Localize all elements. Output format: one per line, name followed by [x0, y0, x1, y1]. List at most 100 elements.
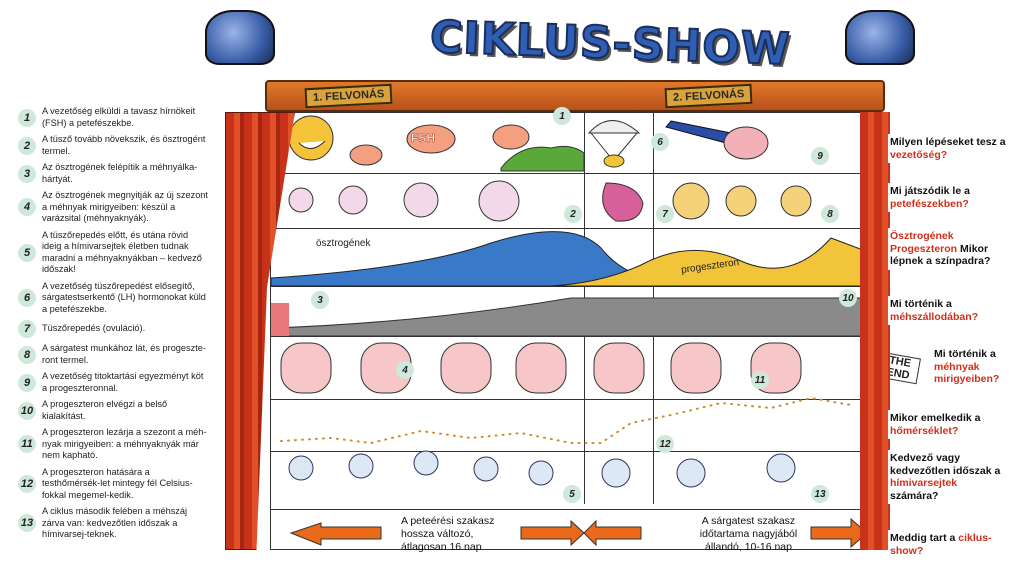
luteal-phase-text: A sárgatest szakasz időtartama nagyjából…	[699, 515, 798, 553]
step-badge: 11	[18, 435, 36, 454]
estrogen-label: ösztrogének	[316, 238, 371, 249]
marker-4: 4	[396, 361, 414, 379]
step-badge: 5	[18, 243, 36, 262]
step-badge: 3	[18, 164, 36, 183]
step-badge: 2	[18, 136, 36, 155]
handshake-icon	[665, 120, 769, 160]
question-highlight: hőmérséklet?	[890, 424, 959, 437]
marker-3: 3	[311, 291, 329, 309]
legend-text: Tüszőrepedés (ovuláció).	[42, 323, 146, 334]
legend-text: A vezetőség elküldi a tavasz hírnökeit (…	[42, 106, 196, 128]
step-badge: 12	[18, 474, 36, 493]
question-text: Mikor lépnek a színpadra?	[890, 242, 991, 268]
question-temperature: Mikor emelkedik a hőmérséklet?	[888, 410, 1009, 439]
question-text: Mi játszódik le a	[890, 185, 970, 197]
marker-8: 8	[821, 205, 839, 223]
step-badge: 4	[18, 198, 36, 217]
legend-item: 9 A vezetőség titoktartási egyezményt köt…	[18, 371, 210, 394]
parachute-bee-icon	[587, 120, 641, 168]
question-text: Kedvező vagy kedvezőtlen időszak a	[890, 452, 1001, 477]
legend-text: A ciklus második felében a méhszáj zárva…	[42, 506, 188, 539]
question-fertility: Kedvező vagy kedvezőtlen időszak a hímiv…	[888, 450, 1009, 504]
legend-item: 1 A vezetőség elküldi a tavasz hírnökeit …	[18, 106, 210, 129]
row-divider	[271, 228, 869, 229]
arrow-left-icon	[289, 522, 382, 546]
cycle-drawings	[271, 115, 871, 549]
legend-text: Az ösztrogének felépítik a méhnyálka-hár…	[42, 162, 198, 184]
legend-text: A progeszteron elvégzi a belső kialakítá…	[42, 399, 168, 421]
question-text: Mi történik a	[934, 348, 996, 360]
spotlight-left-icon	[205, 10, 275, 65]
legend-text: A tüszőrepedés előtt, és utána rövid ide…	[42, 229, 202, 275]
legend-text: A sárgatest munkához lát, és progeszte-r…	[42, 343, 206, 365]
legend-item: 13 A ciklus második felében a méhszáj zár…	[18, 506, 210, 541]
question-text: Milyen lépéseket tesz a	[890, 136, 1006, 148]
legend-text: A tüsző tovább növekszik, és ösztrogént …	[42, 134, 206, 156]
legend-text: A vezetőség titoktartási egyezményt köt …	[42, 371, 204, 393]
bush-icon	[500, 145, 585, 172]
question-uterus: Mi történik a méhszállodában?	[888, 296, 1009, 325]
question-cervix: Mi történik a méhnyak mirigyeiben?	[932, 346, 1009, 388]
step-badge: 9	[18, 373, 36, 392]
question-text: Mikor emelkedik a	[890, 412, 981, 424]
spotlight-right-icon	[845, 10, 915, 65]
step-badge: 1	[18, 108, 36, 127]
legend-item: 5 A tüszőrepedés előtt, és utána rövid id…	[18, 230, 210, 276]
step-badge: 10	[18, 401, 36, 420]
step-badge: 8	[18, 345, 36, 364]
legend-item: 11 A progeszteron lezárja a szezont a méh…	[18, 427, 210, 462]
question-highlight: hímivarsejtek	[890, 477, 958, 489]
marker-12: 12	[656, 435, 674, 453]
arrow-from-luteal-icon	[583, 519, 642, 547]
row-divider	[271, 399, 869, 400]
marker-11: 11	[751, 371, 769, 389]
question-highlight: vezetőség?	[890, 148, 948, 161]
question-highlight: méhnyak mirigyeiben?	[934, 360, 1000, 386]
question-highlight: ciklus-show?	[890, 532, 992, 557]
marker-1: 1	[553, 107, 571, 125]
marker-7: 7	[656, 205, 674, 223]
row-divider	[271, 451, 869, 452]
question-hormones: Ösztrogének Progeszteron Mikor lépnek a …	[888, 228, 1009, 270]
question-text: Mi történik a	[890, 298, 952, 310]
stage-illustration: CIKLUS-SHOW 1. FELVONÁS 2. FELVONÁS	[205, 0, 921, 585]
endometrium-icon	[271, 297, 871, 337]
legend-text: Az ösztrogének megnyitják az új szezont …	[42, 190, 208, 223]
legend-item: 10 A progeszteron elvégzi a belső kialakí…	[18, 399, 210, 422]
legend-item: 12 A progeszteron hatására a testhőmérsék…	[18, 467, 210, 502]
question-highlight: petefészekben?	[890, 197, 969, 210]
marker-2: 2	[564, 205, 582, 223]
follicle-icons	[288, 180, 812, 222]
question-duration: Meddig tart a ciklus-show?	[888, 530, 1009, 559]
arrow-right-icon	[810, 517, 868, 549]
legend-item: 2 A tüsző tovább növekszik, és ösztrogént…	[18, 134, 210, 157]
step-badge: 13	[18, 514, 36, 533]
sun-icon	[288, 115, 334, 161]
fsh-snail-icon	[349, 124, 530, 166]
marker-10: 10	[839, 289, 857, 307]
marker-5: 5	[563, 485, 581, 503]
question-ovaries: Mi játszódik le a petefészekben?	[888, 183, 1009, 212]
question-highlight: Ösztrogének Progeszteron	[890, 230, 958, 255]
curtain-right	[860, 112, 890, 550]
legend-item: 3 Az ösztrogének felépítik a méhnyálka-há…	[18, 162, 210, 185]
marker-6: 6	[651, 133, 669, 151]
legend-item: 8 A sárgatest munkához lát, és progeszte-…	[18, 343, 210, 366]
follicular-phase-text: A peteérési szakasz hossza változó, átla…	[401, 515, 495, 553]
cycle-grid: 1 2 3 4 5 6 7 8 9 10 11 12 13 ösztrogéne…	[270, 107, 921, 553]
show-title: CIKLUS-SHOW	[428, 11, 792, 77]
question-highlight: méhszállodában?	[890, 310, 979, 323]
sperm-icons	[288, 450, 796, 488]
progesterone-curve	[550, 237, 871, 287]
fsh-label: FSH	[411, 131, 436, 146]
legend: 1 A vezetőség elküldi a tavasz hírnökeit …	[18, 106, 210, 541]
legend-text: A progeszteron hatására a testhőmérsék-l…	[42, 466, 193, 500]
legend-item: 4 Az ösztrogének megnyitják az új szezont…	[18, 190, 210, 225]
legend-text: A progeszteron lezárja a szezont a méh-n…	[42, 427, 207, 460]
question-leadership: Milyen lépéseket tesz a vezetőség?	[888, 134, 1009, 163]
row-divider	[271, 173, 869, 174]
step-badge: 7	[18, 320, 36, 338]
arrow-to-ovulation-icon	[520, 519, 585, 547]
question-text: Meddig tart a	[890, 532, 959, 544]
